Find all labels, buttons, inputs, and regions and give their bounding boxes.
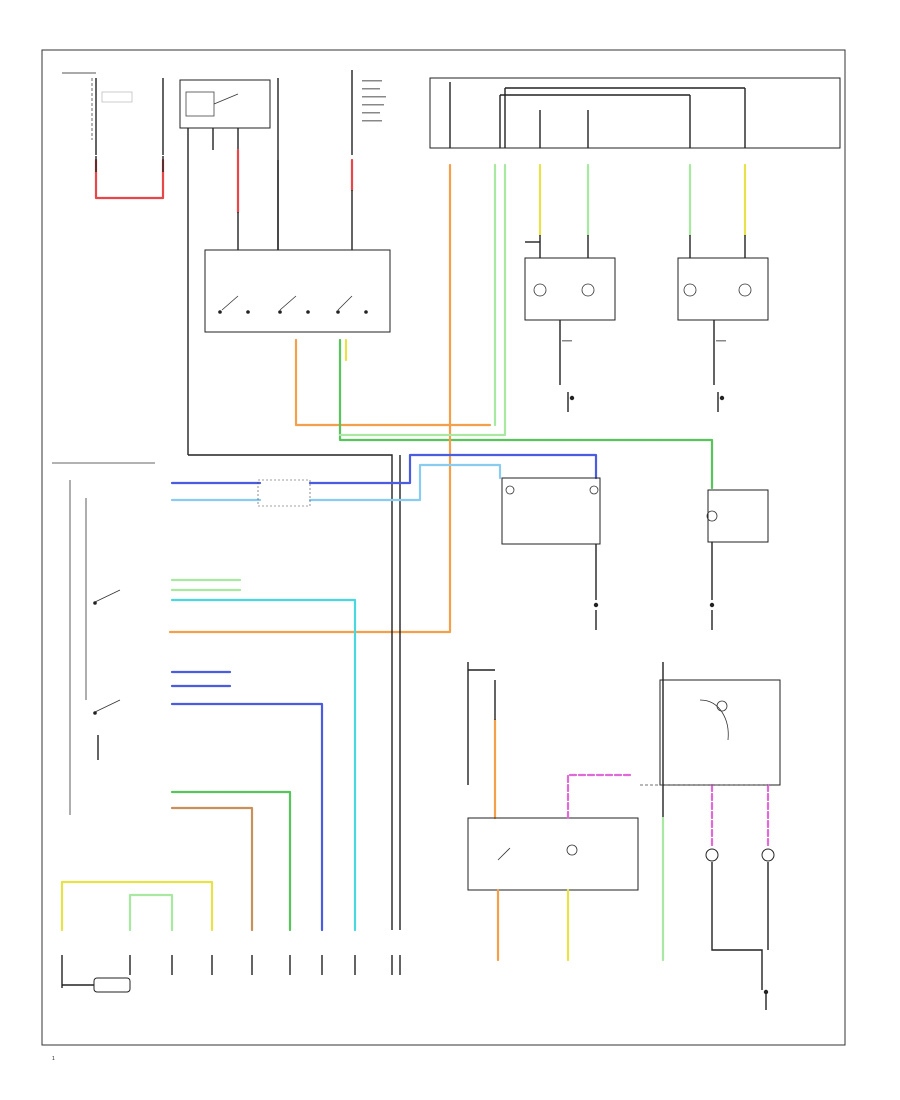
wire-red-left-loop	[94, 158, 165, 200]
wire-orange-main	[168, 163, 452, 634]
dimmer-switch-module	[501, 477, 601, 630]
diagram-border	[41, 49, 846, 1046]
left-headlamp-module	[524, 257, 616, 412]
top-center-labels	[350, 70, 386, 250]
bottom-right-group	[467, 662, 781, 1010]
wire-brown	[170, 806, 254, 932]
bottom-connectors	[60, 880, 401, 993]
right-headlamp-module	[677, 257, 769, 412]
relay-box	[179, 78, 279, 455]
wire-green-headlamp	[338, 338, 714, 490]
wire-light-green-b	[338, 163, 507, 437]
footer-mark: 1	[52, 1056, 55, 1062]
headlamp-switch-box	[204, 249, 391, 333]
wire-cyan	[170, 598, 357, 932]
wire-green	[170, 790, 292, 932]
top-right-fuse-block	[429, 77, 841, 149]
right-middle-module	[706, 489, 769, 630]
middle-left-switches	[52, 453, 598, 815]
wire-blue	[170, 702, 324, 932]
top-left-fuse-group	[62, 72, 165, 200]
wire-orange-headlamp	[294, 338, 492, 427]
